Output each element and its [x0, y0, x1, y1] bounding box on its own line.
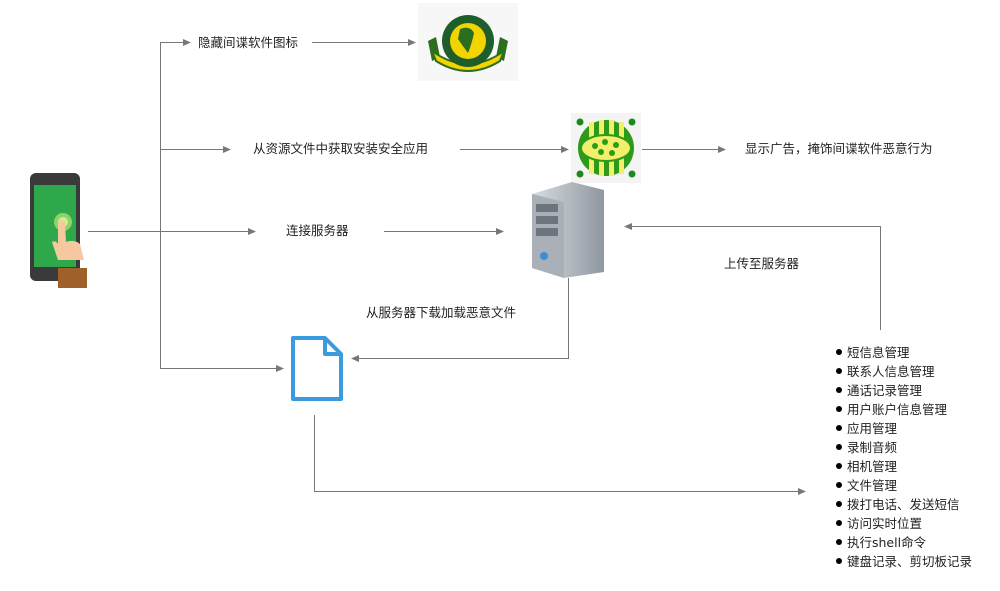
feature-item: 拨打电话、发送短信	[836, 495, 972, 514]
file-icon	[291, 336, 343, 401]
feature-item: 联系人信息管理	[836, 362, 972, 381]
feature-item: 访问实时位置	[836, 514, 972, 533]
feature-item: 通话记录管理	[836, 381, 972, 400]
feature-item: 键盘记录、剪切板记录	[836, 552, 972, 571]
arrow-upload	[624, 223, 881, 330]
feature-item: 相机管理	[836, 457, 972, 476]
hide-icon-label: 隐藏间谍软件图标	[198, 35, 299, 50]
feature-item: 录制音频	[836, 438, 972, 457]
fake-app-logo	[571, 113, 641, 183]
show-ads-label: 显示广告，掩饰间谍软件恶意行为	[745, 141, 933, 156]
feature-item: 执行shell命令	[836, 533, 972, 552]
get-app-label: 从资源文件中获取安装安全应用	[253, 141, 429, 156]
arrow-download	[351, 278, 569, 362]
feature-item: 短信息管理	[836, 343, 972, 362]
connect-server-label: 连接服务器	[286, 223, 349, 238]
upload-server-label: 上传至服务器	[724, 256, 800, 271]
spyware-logo	[418, 3, 518, 81]
feature-item: 用户账户信息管理	[836, 400, 972, 419]
download-file-label: 从服务器下载加载恶意文件	[366, 305, 517, 320]
phone-touch-icon	[30, 173, 87, 288]
feature-list: 短信息管理 联系人信息管理 通话记录管理 用户账户信息管理 应用管理 录制音频 …	[836, 343, 972, 571]
feature-item: 文件管理	[836, 476, 972, 495]
server-icon	[532, 182, 604, 278]
feature-item: 应用管理	[836, 419, 972, 438]
arrow-file-to-features	[314, 415, 806, 495]
